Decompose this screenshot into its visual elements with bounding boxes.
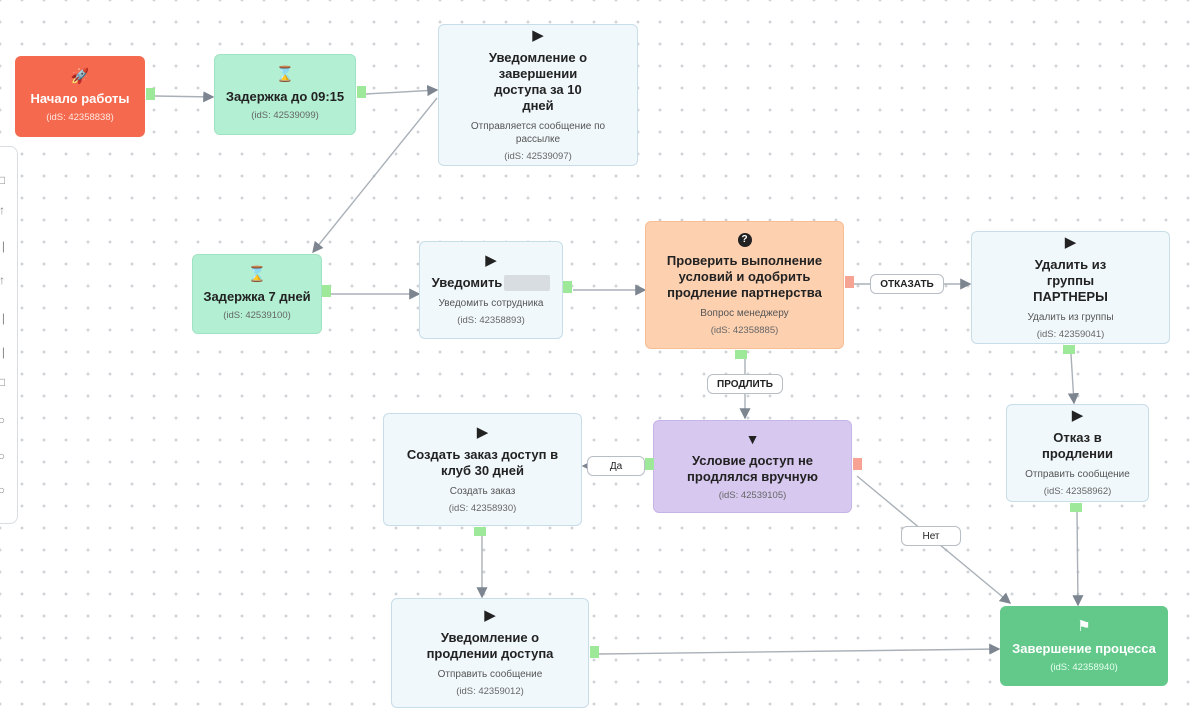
node-id: (idS: 42359012) [456,686,524,697]
node-refusal[interactable]: ▶ Отказ в продлении Отправить сообщение … [1006,404,1149,502]
node-title: Уведомление о завершении доступа за 10 д… [488,49,588,113]
output-port[interactable] [1070,503,1082,512]
node-end[interactable]: ⚑ Завершение процесса (idS: 42358940) [1000,606,1168,686]
node-condition[interactable]: ▼ Условие доступ не продлялся вручную (i… [653,420,852,513]
question-icon: ? [737,233,752,247]
yes-port[interactable] [645,458,654,470]
edge-notify10-delay7 [312,97,438,254]
node-title: Задержка 7 дней [203,288,311,304]
node-title: Уведомление о продлении доступа [426,630,554,661]
node-id: (idS: 42358893) [457,315,525,327]
node-delay-0915[interactable]: ⌛ Задержка до 09:15 (idS: 42539099) [214,54,356,135]
toolbar-tool-icon[interactable]: □ [0,375,5,389]
play-icon: ▶ [1071,407,1084,424]
redacted-text [504,275,551,292]
edge-refusal-end [1072,511,1084,607]
node-id: (idS: 42539100) [223,309,291,321]
node-title: Уведомить [432,275,551,292]
play-icon: ▶ [485,251,497,269]
node-title: Проверить выполнение условий и одобрить … [666,253,823,300]
node-check-conditions[interactable]: ? Проверить выполнение условий и одобрит… [645,221,844,349]
output-port[interactable] [590,646,599,658]
node-subtitle: Уведомить сотрудника [438,298,544,310]
node-id: (idS: 42358930) [448,502,517,514]
node-id: (idS: 42539097) [504,150,572,162]
node-remove-from-group[interactable]: ▶ Удалить из группы ПАРТНЕРЫ Удалить из … [971,231,1170,344]
node-id: (idS: 42359041) [1036,328,1105,340]
fit-view-icon[interactable]: ○ [0,483,5,497]
output-port[interactable] [563,281,572,293]
edge-delay915-notify10 [365,84,439,97]
node-id: (idS: 42539105) [718,490,787,501]
node-title: Отказ в продлении [1042,430,1113,461]
toolbar-tool-icon[interactable]: ↑ [0,203,5,217]
toolbar-tool-icon[interactable]: ↑ [0,273,5,287]
edge-label-extend[interactable]: ПРОДЛИТЬ [707,374,783,394]
node-notify-10-days[interactable]: ▶ Уведомление о завершении доступа за 10… [438,24,638,166]
hourglass-icon: ⌛ [275,66,295,83]
node-subtitle: Вопрос менеджеру [700,308,789,319]
play-icon: ▶ [484,607,496,624]
hourglass-icon: ⌛ [247,265,267,283]
toolbar-tool-icon[interactable]: | [1,239,5,253]
node-create-order[interactable]: ▶ Создать заказ доступ в клуб 30 дней Со… [383,413,582,526]
node-title: Начало работы [30,91,130,106]
toolbar-tool-icon[interactable]: □ [0,173,5,187]
output-port[interactable] [357,86,366,98]
node-title: Удалить из группы ПАРТНЕРЫ [1033,256,1108,304]
node-title: Условие доступ не продлялся вручную [687,453,818,484]
filter-icon: ▼ [745,431,760,447]
toolbar-tool-icon[interactable]: | [1,311,5,325]
play-icon: ▶ [532,26,544,44]
node-notify-extension[interactable]: ▶ Уведомление о продлении доступа Отправ… [391,598,589,708]
node-subtitle: Отправляется сообщение по рассылке [470,120,606,145]
node-id: (idS: 42358838) [46,112,114,123]
node-id: (idS: 42358885) [710,325,779,336]
toolbar-tool-icon[interactable]: | [1,345,5,359]
node-id: (idS: 42358962) [1043,486,1112,497]
node-delay-7-days[interactable]: ⌛ Задержка 7 дней (idS: 42539100) [192,254,322,334]
node-subtitle: Отправить сообщение [1025,469,1130,480]
node-title: Создать заказ доступ в клуб 30 дней [406,446,559,478]
node-id: (idS: 42539099) [251,110,319,121]
edge-label-yes[interactable]: Да [587,456,645,476]
edge-notifyExt-end [598,643,1001,655]
node-title: Завершение процесса [1012,640,1156,656]
node-subtitle: Отправить сообщение [437,669,543,680]
edge-start-delay915 [154,91,215,103]
rocket-icon: 🚀 [70,68,90,85]
edge-label-refuse[interactable]: ОТКАЗАТЬ [870,274,944,294]
node-notify-employee[interactable]: ▶ Уведомить Уведомить сотрудника (idS: 4… [419,241,563,339]
node-id: (idS: 42358940) [1050,661,1118,673]
node-subtitle: Создать заказ [449,485,516,497]
node-title: Задержка до 09:15 [225,89,345,104]
edge-removeGroup-refusal [1067,353,1079,405]
play-icon: ▶ [1064,233,1077,251]
node-start[interactable]: 🚀 Начало работы (idS: 42358838) [15,56,145,137]
output-port[interactable] [146,88,155,100]
output-port[interactable] [474,527,486,536]
zoom-in-icon[interactable]: ○ [0,413,5,427]
extend-port[interactable] [735,350,747,359]
edge-label-no[interactable]: Нет [901,526,961,546]
output-port[interactable] [1063,345,1075,354]
flag-icon: ⚑ [1077,617,1091,635]
node-subtitle: Удалить из группы [1027,311,1114,323]
play-icon: ▶ [476,423,489,441]
left-toolbar: □ ↑ | ↑ | | □ ○ ○ ○ [0,146,18,524]
zoom-out-icon[interactable]: ○ [0,449,5,463]
refuse-port[interactable] [845,276,854,288]
no-port[interactable] [853,458,862,470]
output-port[interactable] [322,285,331,297]
